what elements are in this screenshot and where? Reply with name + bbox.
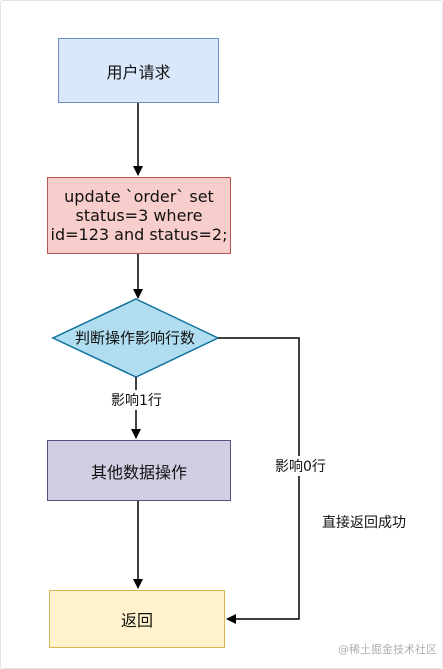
edge-label-direct-return: 直接返回成功: [322, 515, 406, 531]
node-decision-label: 判断操作影响行数: [74, 328, 195, 347]
node-update-sql: update `order` set status=3 where id=123…: [47, 177, 231, 254]
node-other-operations: 其他数据操作: [47, 440, 231, 501]
node-user-request: 用户请求: [58, 38, 219, 103]
watermark: @稀土掘金技术社区: [338, 643, 437, 656]
node-return-label: 返回: [120, 611, 153, 630]
node-other-operations-label: 其他数据操作: [90, 462, 187, 482]
node-user-request-label: 用户请求: [106, 62, 171, 82]
arrow-decision-to-return: [218, 337, 300, 624]
node-return: 返回: [49, 590, 225, 648]
edge-label-affected-1: 影响1行: [111, 390, 162, 410]
node-update-sql-label: update `order` set status=3 where id=123…: [50, 187, 228, 244]
edge-label-affected-0: 影响0行: [273, 456, 328, 476]
